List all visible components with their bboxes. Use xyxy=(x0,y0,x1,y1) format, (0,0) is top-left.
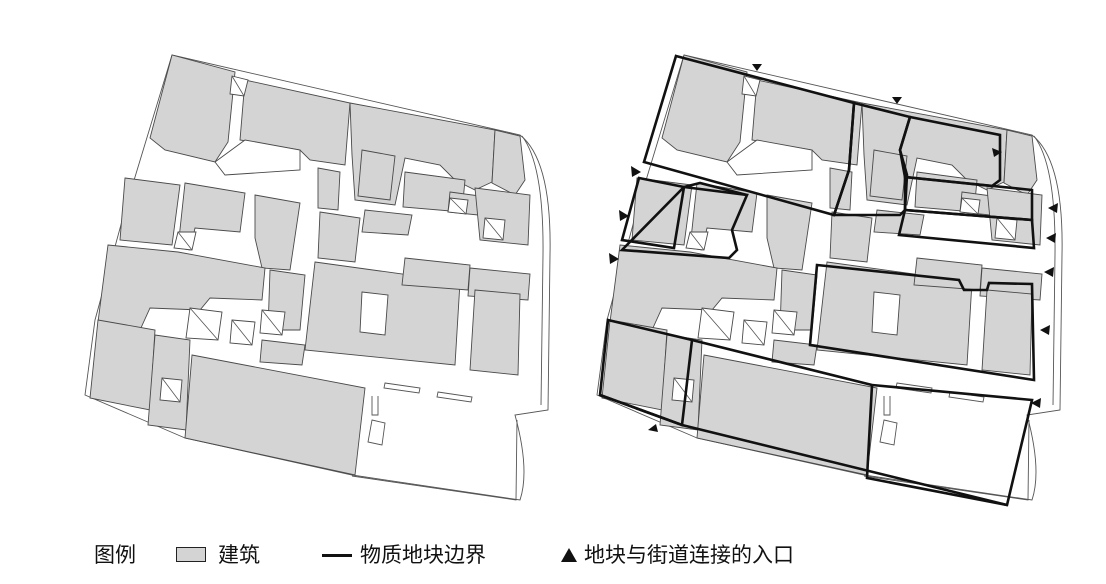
entrance-marker xyxy=(1040,325,1050,335)
entrance-marker xyxy=(1046,233,1056,243)
legend-title: 图例 xyxy=(94,543,136,567)
legend-building-label: 建筑 xyxy=(218,543,260,567)
parcel-boundary xyxy=(897,208,1036,250)
entrance-marker xyxy=(619,210,629,221)
plan-parcels-entrances xyxy=(596,54,1063,507)
legend-entrance-label: 地块与街道连接的入口 xyxy=(584,543,794,567)
entrance-marker xyxy=(631,166,641,177)
entrances xyxy=(609,64,1058,432)
parcel-boundary xyxy=(620,176,686,250)
building-swatch-icon xyxy=(176,547,206,562)
entrance-marker xyxy=(992,148,1002,157)
plan-buildings xyxy=(84,54,551,501)
entrance-marker xyxy=(1048,203,1058,213)
parcel-boundary xyxy=(683,181,748,197)
entrance-marker xyxy=(1044,267,1054,277)
parcel-boundary xyxy=(808,263,1036,382)
parcel-boundaries xyxy=(598,54,1036,507)
boundary-line-icon xyxy=(322,554,352,557)
legend: 图例 建筑 物质地块边界 地块与街道连接的入口 xyxy=(0,535,1106,575)
parcel-boundary xyxy=(691,338,1034,507)
entrance-marker xyxy=(648,424,658,432)
entrance-marker xyxy=(1031,398,1041,408)
entrance-marker xyxy=(892,97,902,104)
entrance-triangle-icon xyxy=(561,548,577,562)
entrance-marker xyxy=(752,64,762,71)
entrance-marker xyxy=(609,253,619,264)
parcel-boundary xyxy=(599,393,1008,507)
legend-boundary-label: 物质地块边界 xyxy=(360,543,486,567)
